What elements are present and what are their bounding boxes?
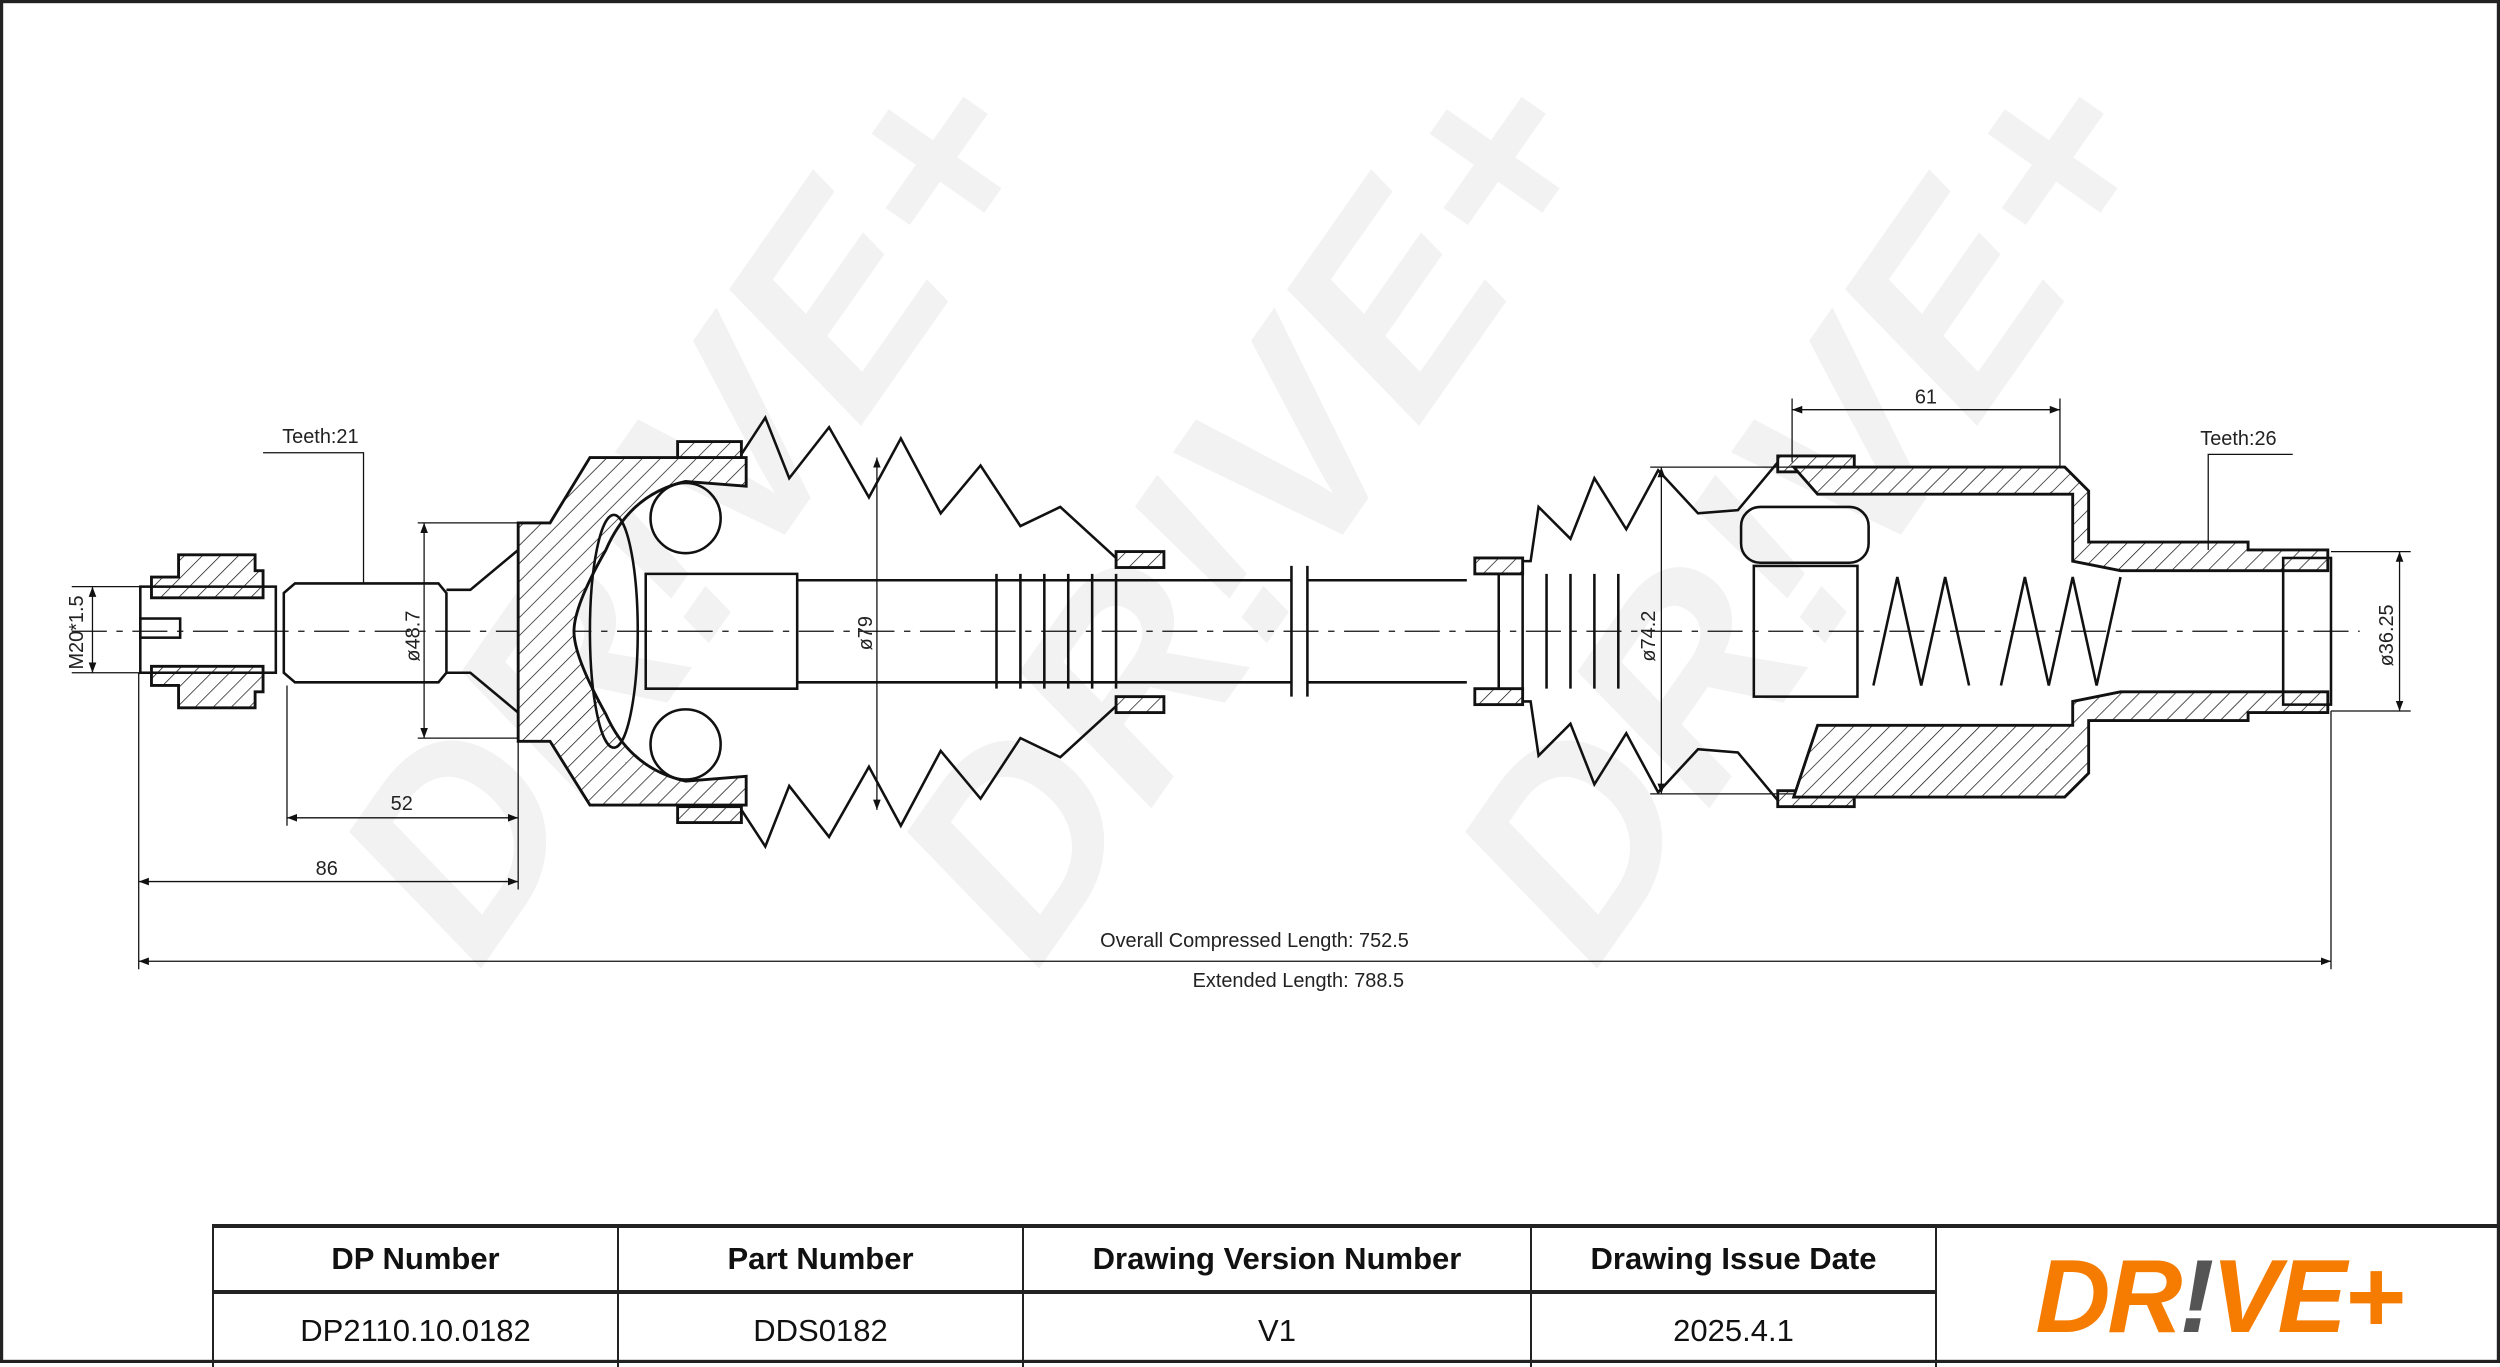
title-block: DP Number Part Number Drawing Version Nu…	[212, 1224, 2500, 1367]
teeth-right-label: Teeth:26	[2200, 428, 2276, 450]
header-dp-number: DP Number	[212, 1228, 617, 1294]
thread-label: M20*1.5	[66, 595, 88, 669]
drive-logo: DR!VE+	[1935, 1228, 2500, 1367]
dia-48-label: ø48.7	[402, 611, 424, 662]
intermediate-shaft	[797, 565, 1620, 697]
outer-cv-joint	[516, 456, 799, 807]
overall-length-label: Overall Compressed Length: 752.5	[1100, 930, 1409, 952]
left-boot	[676, 414, 1166, 850]
len-52-label: 52	[391, 793, 413, 815]
logo-text-b: VE+	[2211, 1239, 2404, 1355]
logo-text-a: DR	[2035, 1239, 2182, 1355]
outer-stub-shaft	[282, 549, 519, 714]
dia-36-label: ø36.25	[2376, 604, 2398, 666]
hub-nut	[139, 553, 278, 710]
dia-79-label: ø79	[855, 616, 877, 650]
header-drawing-version: Drawing Version Number	[1022, 1228, 1530, 1294]
header-part-number: Part Number	[617, 1228, 1022, 1294]
value-drawing-version: V1	[1022, 1294, 1530, 1367]
dia-74-label: ø74.2	[1638, 611, 1660, 662]
value-part-number: DDS0182	[617, 1294, 1022, 1367]
extended-length-label: Extended Length: 788.5	[1193, 970, 1404, 992]
teeth-left-label: Teeth:21	[282, 426, 358, 448]
len-86-label: 86	[316, 858, 338, 880]
value-issue-date: 2025.4.1	[1530, 1294, 1935, 1367]
logo-text-bang: !	[2179, 1239, 2215, 1355]
value-dp-number: DP2110.10.0182	[212, 1294, 617, 1367]
header-issue-date: Drawing Issue Date	[1530, 1228, 1935, 1294]
len-61-label: 61	[1915, 386, 1937, 408]
dimensions: M20*1.5 ø48.7 ø79 ø74.2 ø36.25 52 86 61 …	[66, 386, 2411, 992]
inner-tripod-joint	[1739, 465, 2333, 799]
